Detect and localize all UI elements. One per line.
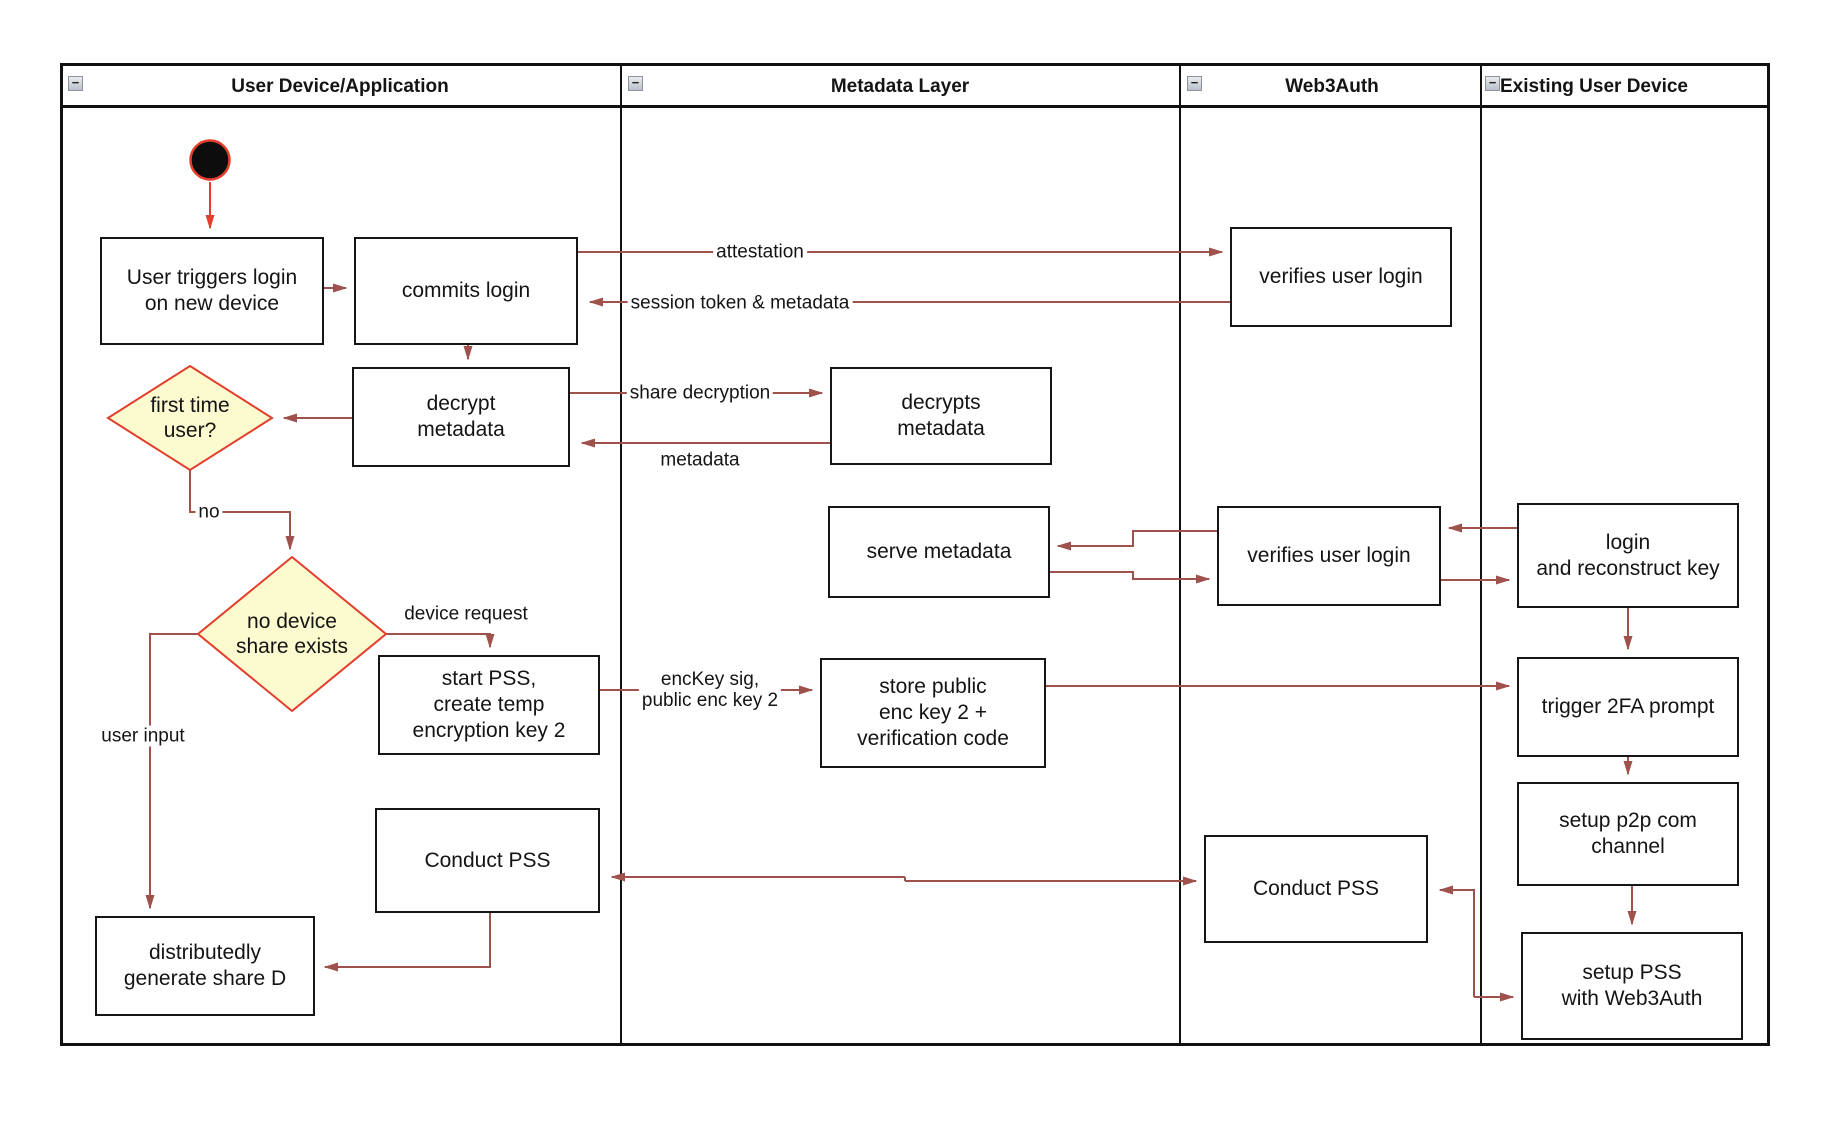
node-user-triggers-login: User triggers login on new device: [100, 237, 324, 345]
edge-verifies2-to-serve: [1056, 530, 1217, 551]
node-distributedly-generate: distributedly generate share D: [95, 916, 315, 1016]
node-decrypt-metadata: decrypt metadata: [352, 367, 570, 467]
edge-label-user-input: user input: [98, 725, 188, 747]
minus-collapse-icon[interactable]: −: [1485, 76, 1500, 91]
edge-no-path: [189, 470, 295, 551]
lane-divider-2: [1179, 63, 1181, 1046]
node-setup-p2p-channel: setup p2p com channel: [1517, 782, 1739, 886]
edge-label-session-token: session token & metadata: [627, 292, 853, 314]
decision-first-time-user: [106, 364, 274, 472]
edge-label-no: no: [195, 501, 223, 523]
edge-user-input: [145, 633, 198, 910]
edge-device-request: [386, 633, 495, 649]
node-login-reconstruct-key: login and reconstruct key: [1517, 503, 1739, 608]
minus-collapse-icon[interactable]: −: [628, 76, 643, 91]
node-conduct-pss-device: Conduct PSS: [375, 808, 600, 913]
lane-header-band: [60, 63, 1770, 108]
start-node: [189, 139, 231, 181]
edge-label-share-decryption: share decryption: [626, 382, 774, 404]
minus-collapse-icon[interactable]: −: [1187, 76, 1202, 91]
lane-title-user-device: User Device/Application: [231, 76, 449, 97]
edge-label-attestation: attestation: [713, 241, 807, 263]
decision-first-time-user-label: first time user?: [150, 394, 230, 442]
node-decrypts-metadata: decrypts metadata: [830, 367, 1052, 465]
minus-collapse-icon[interactable]: −: [68, 76, 83, 91]
node-trigger-2fa-prompt: trigger 2FA prompt: [1517, 657, 1739, 757]
edge-label-metadata: metadata: [660, 449, 740, 471]
lane-divider-3: [1480, 63, 1482, 1046]
edge-setup-pss-to-conduct: [1438, 885, 1475, 997]
decision-no-device-share: [196, 555, 388, 713]
lane-divider-1: [620, 63, 622, 1046]
edge-conduct-to-distributedly: [323, 913, 491, 972]
decision-no-device-share-label: no device share exists: [235, 610, 349, 658]
lane-title-metadata-layer: Metadata Layer: [830, 76, 970, 97]
node-verifies-user-login-2: verifies user login: [1217, 506, 1441, 606]
edge-label-enckey: encKey sig, public enc key 2: [638, 669, 782, 711]
node-conduct-pss-web3auth: Conduct PSS: [1204, 835, 1428, 943]
lane-title-existing-device: Existing User Device: [1500, 76, 1688, 97]
node-verifies-user-login-1: verifies user login: [1230, 227, 1452, 327]
edge-label-device-request: device request: [404, 603, 528, 625]
node-start-pss: start PSS, create temp encryption key 2: [378, 655, 600, 755]
node-serve-metadata: serve metadata: [828, 506, 1050, 598]
lane-title-web3auth: Web3Auth: [1285, 76, 1379, 97]
edge-serve-to-verifies2: [1050, 571, 1211, 584]
node-commits-login: commits login: [354, 237, 578, 345]
node-setup-pss-web3auth: setup PSS with Web3Auth: [1521, 932, 1743, 1040]
node-store-public-key: store public enc key 2 + verification co…: [820, 658, 1046, 768]
